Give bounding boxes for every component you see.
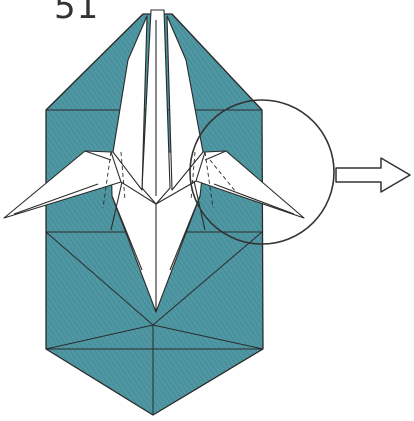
- outline-arrow-right-icon: [336, 158, 410, 192]
